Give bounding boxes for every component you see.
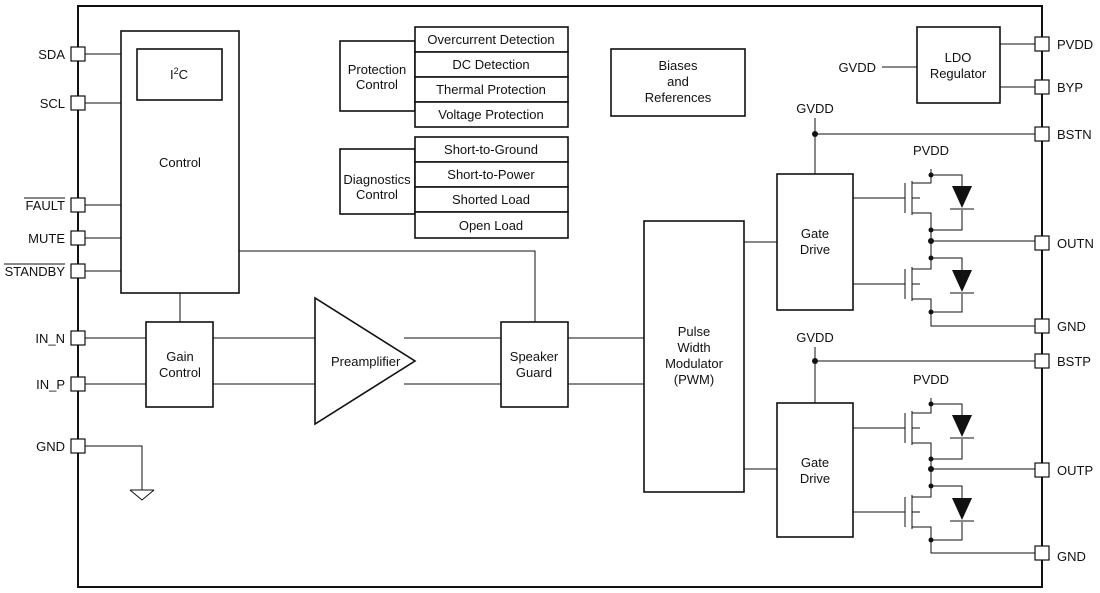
protection-control-label-2: Control — [356, 77, 398, 92]
pin-gnd-right-top: GND — [1034, 318, 1086, 334]
ldo-label-2: Regulator — [930, 66, 987, 81]
gain-control-block — [145, 321, 214, 408]
voltage-protection-label: Voltage Protection — [438, 107, 544, 122]
pin-standby-label: STANDBY — [5, 264, 66, 279]
protection-control-label-1: Protection — [348, 62, 407, 77]
pin-pvdd-label: PVDD — [1057, 37, 1093, 52]
pin-scl: SCL — [40, 95, 121, 111]
mosfet-low-side-p — [853, 469, 1035, 554]
preamplifier-triangle — [314, 296, 417, 426]
pin-in-n-label: IN_N — [35, 331, 65, 346]
speaker-guard-label-2: Guard — [516, 365, 552, 380]
short-to-ground-block — [414, 136, 569, 163]
pwm-label-4: (PWM) — [674, 372, 714, 387]
biases-label-1: Biases — [658, 58, 698, 73]
gate-drive-top-label-1: Gate — [801, 226, 829, 241]
pin-bstn: BSTN — [1034, 126, 1092, 142]
i2c-block — [136, 48, 223, 101]
mosfet-high-side-n — [853, 169, 974, 241]
short-to-ground-label: Short-to-Ground — [444, 142, 538, 157]
mosfet-high-side-p — [853, 398, 974, 469]
pin-scl-label: SCL — [40, 96, 65, 111]
shorted-load-block — [414, 186, 569, 213]
pwm-block — [643, 220, 745, 493]
short-to-power-label: Short-to-Power — [447, 167, 535, 182]
pwm-label-2: Width — [677, 340, 710, 355]
biases-label-3: References — [645, 90, 712, 105]
pin-gnd-left-label: GND — [36, 439, 65, 454]
ldo-label-1: LDO — [945, 50, 972, 65]
ldo-regulator-block — [916, 26, 1001, 104]
protection-control-block — [339, 40, 416, 112]
shorted-load-label: Shorted Load — [452, 192, 530, 207]
open-load-label: Open Load — [459, 218, 523, 233]
pin-pvdd: PVDD — [1034, 36, 1093, 52]
gate-drive-top-label-2: Drive — [800, 242, 830, 257]
pin-in-p-label: IN_P — [36, 377, 65, 392]
biases-block — [610, 48, 746, 117]
pin-gnd-right-bottom-label: GND — [1057, 549, 1086, 564]
pin-outn: OUTN — [1034, 235, 1094, 251]
pin-sda: SDA — [38, 46, 121, 62]
pin-gnd-left: GND — [36, 438, 155, 501]
pvdd-top-label: PVDD — [913, 143, 949, 158]
thermal-protection-label: Thermal Protection — [436, 82, 546, 97]
pwm-label-3: Modulator — [665, 356, 723, 371]
gate-drive-bottom-label-1: Gate — [801, 455, 829, 470]
pin-fault: FAULT — [24, 197, 121, 213]
pin-bstn-label: BSTN — [1057, 127, 1092, 142]
i2c-label: I2C — [170, 66, 188, 82]
pin-bstp: BSTP — [1034, 353, 1091, 369]
short-to-power-block — [414, 161, 569, 188]
pin-byp: BYP — [1034, 79, 1083, 95]
pin-standby: STANDBY — [4, 263, 121, 279]
pin-in-p: IN_P — [36, 376, 146, 392]
pin-mute: MUTE — [28, 230, 121, 246]
gvdd-bottom-label: GVDD — [796, 330, 834, 345]
pvdd-bottom-label: PVDD — [913, 372, 949, 387]
speaker-guard-block — [500, 321, 569, 408]
pin-bstp-label: BSTP — [1057, 354, 1091, 369]
pin-sda-label: SDA — [38, 47, 65, 62]
gain-control-label-1: Gain — [166, 349, 193, 364]
pin-gnd-right-top-label: GND — [1057, 319, 1086, 334]
voltage-protection-block — [414, 101, 569, 128]
gate-drive-top-block — [776, 173, 854, 311]
biases-label-2: and — [667, 74, 689, 89]
diagnostics-control-label-1: Diagnostics — [343, 172, 411, 187]
gain-control-label-2: Control — [159, 365, 201, 380]
dc-detection-label: DC Detection — [452, 57, 529, 72]
speaker-guard-label-1: Speaker — [510, 349, 559, 364]
gate-drive-bottom-block — [776, 402, 854, 538]
gate-drive-bottom-label-2: Drive — [800, 471, 830, 486]
pin-outp-label: OUTP — [1057, 463, 1093, 478]
pin-in-n: IN_N — [35, 330, 146, 346]
pin-mute-label: MUTE — [28, 231, 65, 246]
pin-byp-label: BYP — [1057, 80, 1083, 95]
pin-outp: OUTP — [1034, 462, 1093, 478]
pin-fault-label: FAULT — [26, 198, 66, 213]
ldo-gvdd-label: GVDD — [838, 60, 876, 75]
control-label: Control — [159, 155, 201, 170]
pwm-label-1: Pulse — [678, 324, 711, 339]
open-load-block — [414, 211, 569, 239]
thermal-protection-block — [414, 76, 569, 103]
pin-gnd-right-bottom: GND — [1034, 545, 1086, 564]
diagnostics-control-label-2: Control — [356, 187, 398, 202]
dc-detection-block — [414, 51, 569, 78]
pin-outn-label: OUTN — [1057, 236, 1094, 251]
diagnostics-control-block — [339, 148, 416, 215]
mosfet-low-side-n — [853, 241, 1035, 327]
gvdd-top-label: GVDD — [796, 101, 834, 116]
preamplifier-label: Preamplifier — [331, 354, 401, 369]
overcurrent-detection-label: Overcurrent Detection — [427, 32, 554, 47]
